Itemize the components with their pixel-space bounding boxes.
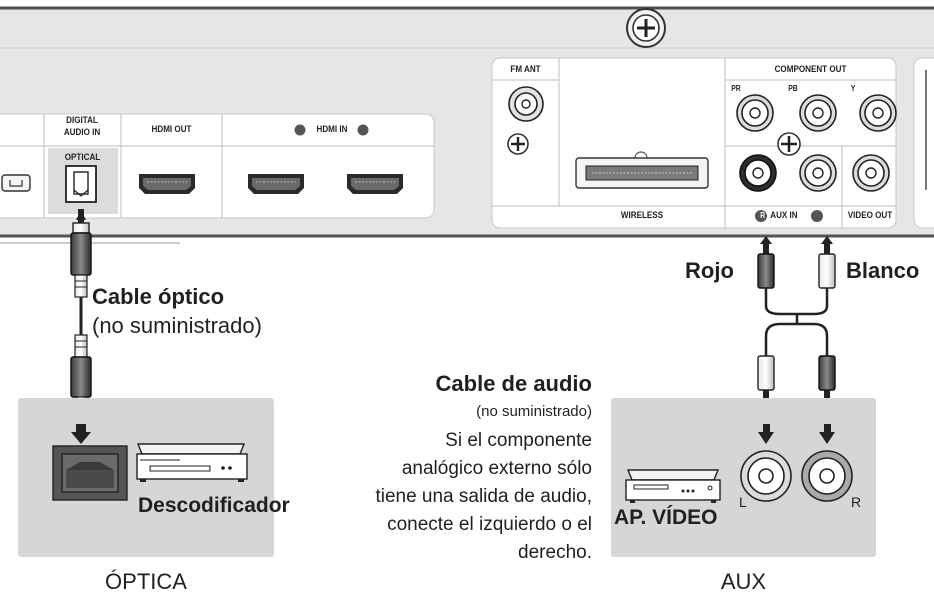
- optica-device-box: [18, 398, 274, 557]
- video-out-label: VIDEO OUT: [847, 210, 893, 221]
- aux-in-l-jack: [799, 154, 837, 192]
- decoder-icon: [136, 443, 248, 482]
- hdmi-in-1-port: [248, 174, 304, 194]
- decoder-label: Descodificador: [138, 494, 290, 517]
- video-device-label: AP. VÍDEO: [614, 506, 718, 529]
- hdmi-out-label: HDMI OUT: [151, 124, 192, 135]
- optical-label: OPTICAL: [64, 152, 101, 163]
- optical-cable-label: Cable óptico: [92, 284, 225, 309]
- digital-label-line1: DIGITAL: [66, 115, 98, 126]
- jack-r-label: R: [851, 494, 862, 510]
- audio-note-line-2: analógico externo sólo: [401, 458, 592, 479]
- audio-cable: [757, 236, 836, 410]
- aux-in-label: R AUX IN L: [738, 210, 830, 221]
- aux-device-box: [611, 398, 876, 557]
- audio-cable-label: Cable de audio: [435, 371, 592, 396]
- hdmi-in-num2: 2: [352, 125, 357, 134]
- aux-in-r-marker: R: [760, 211, 766, 220]
- component-out-label: COMPONENT OUT: [774, 64, 847, 75]
- audio-cable-note: (no suministrado): [476, 403, 592, 420]
- digital-audio-in-label: DIGITAL AUDIO IN: [48, 115, 116, 139]
- hdmi-in-2-port: [347, 174, 403, 194]
- aux-caption: AUX: [720, 569, 767, 594]
- optica-caption: ÓPTICA: [105, 569, 187, 594]
- audio-note-line-1: Si el componente: [445, 430, 592, 451]
- jack-l-label: L: [739, 494, 747, 510]
- video-out-jack: [852, 154, 890, 192]
- fm-ant-label: FM ANT: [510, 64, 541, 75]
- audio-note-line-5: derecho.: [518, 542, 592, 563]
- pb-label: PB: [788, 84, 798, 93]
- hdmi-in-num1: 1: [307, 125, 312, 134]
- ground-screw: [626, 8, 666, 48]
- aux-in-r-jack: [739, 154, 777, 192]
- component-y-jack: [859, 94, 897, 132]
- video-device-icon: [625, 469, 721, 503]
- y-label: Y: [850, 84, 856, 93]
- fm-wireless-component-box: [294, 57, 897, 229]
- wireless-label: WIRELESS: [620, 210, 664, 221]
- optical-port: [65, 165, 97, 203]
- pr-label: PR: [731, 84, 741, 93]
- optical-cable: [70, 209, 92, 424]
- hdmi-out-port: [139, 174, 195, 194]
- component-pr-jack: [736, 94, 774, 132]
- optical-cable-note: (no suministrado): [92, 313, 262, 338]
- audio-note-line-3: tiene una salida de audio,: [375, 486, 592, 507]
- aux-in-text: AUX IN: [770, 210, 798, 221]
- rojo-label: Rojo: [685, 258, 734, 283]
- audio-note-line-4: conecte el izquierdo o el: [387, 514, 592, 535]
- digital-label-line2: AUDIO IN: [63, 127, 101, 138]
- component-pb-jack: [799, 94, 837, 132]
- hdmi-optical-box: [0, 113, 435, 219]
- blanco-label: Blanco: [846, 258, 920, 283]
- device-audio-r-jack: [801, 450, 853, 502]
- device-audio-l-jack: [740, 450, 792, 502]
- hdmi-in-label: 1 HDMI IN 2: [288, 124, 376, 135]
- aux-in-l-marker: L: [803, 211, 808, 220]
- hdmi-in-text: HDMI IN: [316, 124, 348, 135]
